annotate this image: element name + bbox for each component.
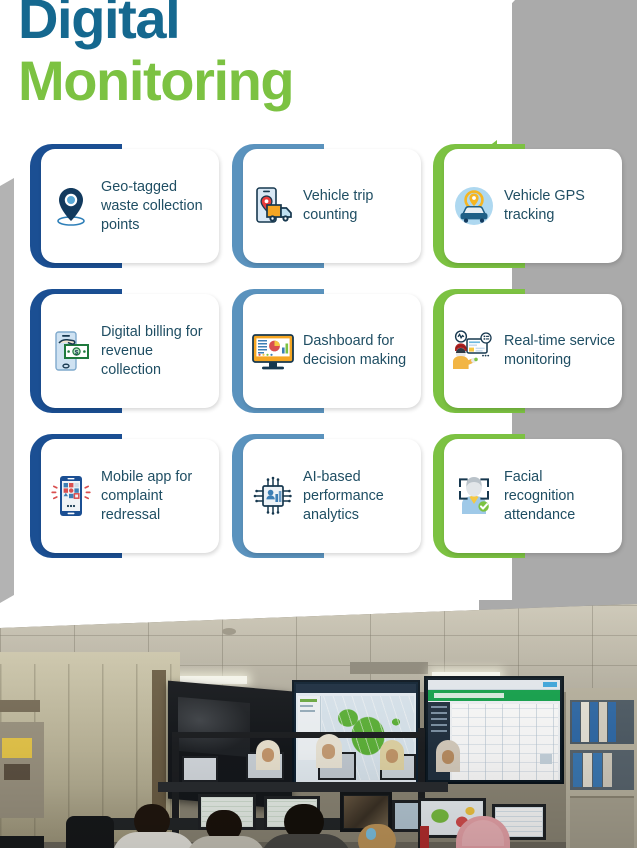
feature-card-vehicle-gps-tracking[interactable]: Vehicle GPS tracking [433,144,622,268]
photo-dashboard-header [428,680,560,690]
photo-tone-overlay [0,604,637,848]
photo-ceiling-vent [350,662,428,674]
photo-ceiling-light-left [175,676,247,684]
photo-dashboard-menu-item [431,730,447,732]
photo-dashboard-search [434,693,504,698]
photo-person-face [386,749,398,763]
feature-card-digital-billing-for-revenue-collection[interactable]: $ Digital billing for revenue collection [30,289,219,413]
svg-text:$: $ [75,349,79,356]
photo-person-body [112,832,196,848]
photo-binder [593,753,602,787]
photo-cabinet [570,796,634,848]
photo-binder [583,753,592,787]
card-label: Real-time service monitoring [504,333,616,368]
control-room-photo [0,604,637,848]
card-face: $ Digital billing for revenue collection [41,294,219,408]
card-label: Vehicle trip counting [303,188,374,223]
card-label: Dashboard for decision making [303,333,407,368]
photo-dashboard-logo [543,682,557,687]
photo-ceiling-fixture [222,628,236,635]
card-face: Vehicle trip counting [243,149,421,263]
card-face: Dashboard for decision making [243,294,421,408]
card-face: Geo-tagged waste collection points [41,149,219,263]
photo-scene [0,604,637,848]
photo-dashboard-menu-item [431,724,447,726]
photo-person-body [186,836,266,848]
card-row: Mobile app for complaint redressal [0,434,637,579]
phone-cash-payment-icon: $ [47,327,95,375]
page-title-line-2: Monitoring [18,49,295,112]
card-label: Facial recognition attendance [504,468,576,523]
feature-card-geo-tagged-waste-collection-points[interactable]: Geo-tagged waste collection points [30,144,219,268]
truck-with-phone-pin-icon [249,182,297,230]
photo-wall-divider [152,670,166,842]
face-scan-person-icon [450,472,498,520]
vibrating-smartphone-apps-icon [47,472,95,520]
photo-gis-titlebar [296,684,416,693]
feature-card-mobile-app-for-complaint-redressal[interactable]: Mobile app for complaint redressal [30,434,219,558]
monitor-pie-chart-icon [249,327,297,375]
page-title-line-1: Digital [18,0,181,50]
photo-chair-edge [0,836,44,848]
feature-card-grid: Geo-tagged waste collection points [0,144,637,579]
photo-gis-legend-item [300,699,317,702]
photo-dashboard-table-columns [452,704,558,780]
photo-gis-legend-item [300,705,313,707]
photo-binder [581,702,589,742]
photo-dashboard-menu-item [431,712,447,714]
photo-binder [599,702,607,742]
photo-dashboard-menu-item [431,706,447,708]
photo-cctv-feed [344,796,388,828]
card-face: Facial recognition attendance [444,439,622,553]
photo-person-face [262,748,274,762]
card-label: Mobile app for complaint redressal [101,468,193,523]
feature-card-real-time-service-monitoring[interactable]: Real-time service monitoring [433,289,622,413]
card-row: $ Digital billing for revenue collection [0,289,637,434]
photo-operator-monitor [182,756,218,782]
card-row: Geo-tagged waste collection points [0,144,637,289]
photo-person-face [322,744,335,759]
microchip-analytics-icon [249,472,297,520]
photo-rack-beam [172,732,425,738]
photo-dashboard-menu-item [431,718,447,720]
feature-card-dashboard-for-decision-making[interactable]: Dashboard for decision making [232,289,421,413]
photo-hair-clip [366,828,376,840]
photo-shelf-board-upper [0,700,40,712]
photo-binder [573,753,582,787]
car-gps-icon [450,182,498,230]
card-label: Geo-tagged waste collection points [101,178,203,233]
background-strip-left [0,178,14,603]
feature-card-vehicle-trip-counting[interactable]: Vehicle trip counting [232,144,421,268]
card-face: AI-based performance analytics [243,439,421,553]
photo-binder [590,702,598,742]
photo-person-face [442,750,454,764]
operator-dashboard-icon [450,327,498,375]
photo-chair [66,816,114,848]
card-face: Vehicle GPS tracking [444,149,622,263]
card-face: Mobile app for complaint redressal [41,439,219,553]
photo-gis-sidebar [298,696,321,760]
photo-dashboard-widget [540,754,552,764]
map-pin-icon [47,182,95,230]
page-title: Digital Monitoring [18,0,295,112]
card-label: Digital billing for revenue collection [101,323,203,378]
photo-person-head [358,824,396,848]
photo-binder [608,702,616,742]
photo-red-post [420,826,429,848]
photo-person-body [260,834,352,848]
photo-gis-legend-item [300,710,315,712]
card-face: Real-time service monitoring [444,294,622,408]
card-label: Vehicle GPS tracking [504,188,585,223]
photo-desk-back [158,782,448,792]
photo-shelf-object-yellow [2,738,32,758]
photo-binder [572,702,580,742]
photo-binder [603,753,612,787]
feature-card-facial-recognition-attendance[interactable]: Facial recognition attendance [433,434,622,558]
feature-card-ai-based-performance-analytics[interactable]: AI-based performance analytics [232,434,421,558]
photo-shelf-object-dark [4,764,30,780]
card-label: AI-based performance analytics [303,468,384,523]
